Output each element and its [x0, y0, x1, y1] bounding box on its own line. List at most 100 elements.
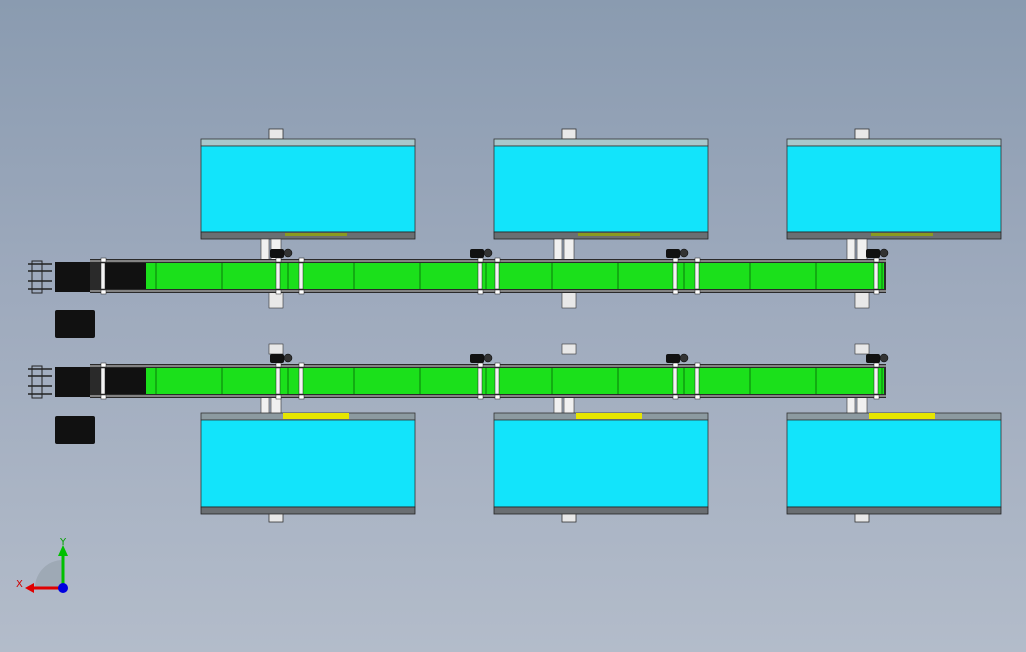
bolt — [477, 394, 484, 400]
conveyor-belt — [146, 368, 884, 394]
support-leg — [846, 238, 856, 262]
gripper-frame — [31, 260, 43, 294]
roller-joint — [275, 262, 281, 290]
roller-joint — [477, 367, 483, 395]
tank-bracket — [268, 128, 284, 140]
motor-gear-icon — [679, 353, 689, 363]
bolt — [672, 394, 679, 400]
motor-icon — [866, 354, 880, 363]
motor-gear-icon — [283, 248, 293, 258]
tank-marker — [283, 413, 349, 419]
support-leg — [553, 238, 563, 262]
roller-joint — [100, 262, 106, 290]
bolt — [672, 362, 679, 368]
bolt — [298, 289, 305, 295]
roller-joint — [694, 367, 700, 395]
motor-gear-icon — [483, 353, 493, 363]
bolt — [873, 394, 880, 400]
triad-z-axis-icon — [58, 583, 68, 593]
bolt — [275, 289, 282, 295]
pallet-block — [55, 416, 95, 444]
bolt — [873, 362, 880, 368]
bolt — [477, 257, 484, 263]
roller-joint — [477, 262, 483, 290]
tank-body — [786, 419, 1002, 508]
bolt — [694, 257, 701, 263]
bolt — [672, 257, 679, 263]
support-foot — [854, 291, 870, 309]
support-foot — [268, 291, 284, 309]
tank-frame — [493, 506, 709, 515]
bolt — [873, 289, 880, 295]
gripper-fingers — [28, 263, 52, 290]
bolt — [275, 362, 282, 368]
roller-joint — [672, 262, 678, 290]
conveyor-belt — [146, 263, 884, 289]
tank-body — [493, 145, 709, 233]
support-leg — [846, 395, 856, 415]
bolt — [100, 257, 107, 263]
infeed-unit — [55, 367, 93, 397]
roller-joint — [873, 262, 879, 290]
tank-frame — [786, 506, 1002, 515]
tank-top-3 — [786, 128, 1002, 309]
tank-body — [786, 145, 1002, 233]
pallet-block — [55, 310, 95, 338]
support-leg — [856, 238, 868, 262]
support-foot — [561, 343, 577, 355]
roller-joint — [298, 262, 304, 290]
motor-gear-icon — [879, 353, 889, 363]
motor-gear-icon — [483, 248, 493, 258]
support-leg — [563, 238, 575, 262]
tank-bracket — [561, 513, 577, 523]
tank-bracket — [268, 513, 284, 523]
motor-icon — [666, 249, 680, 258]
bolt — [477, 362, 484, 368]
tank-bottom-3 — [786, 343, 1002, 523]
tank-marker — [871, 233, 933, 236]
tank-bracket — [854, 513, 870, 523]
tank-bracket — [854, 128, 870, 140]
conveyor-line-1 — [28, 248, 889, 295]
tank-marker — [578, 233, 640, 236]
tank-lid — [493, 138, 709, 147]
tank-marker — [869, 413, 935, 419]
infeed-unit — [55, 262, 93, 292]
gripper-fingers — [28, 368, 52, 395]
tank-body — [200, 145, 416, 233]
bolt — [494, 394, 501, 400]
bolt — [275, 257, 282, 263]
coordinate-triad: Y X — [16, 537, 68, 593]
bolt — [100, 394, 107, 400]
support-leg — [260, 395, 270, 415]
tank-body — [493, 419, 709, 508]
motor-gear-icon — [879, 248, 889, 258]
drive-section — [102, 368, 146, 394]
support-leg — [563, 395, 575, 415]
tank-top-2 — [493, 128, 709, 309]
bolt — [694, 394, 701, 400]
motor-icon — [270, 249, 284, 258]
motor-icon — [470, 354, 484, 363]
bolt — [873, 257, 880, 263]
tank-top-1 — [200, 128, 416, 309]
motor-icon — [470, 249, 484, 258]
bolt — [275, 394, 282, 400]
bolt — [494, 257, 501, 263]
support-leg — [260, 238, 270, 262]
roller-joint — [275, 367, 281, 395]
motor-icon — [666, 354, 680, 363]
support-foot — [561, 291, 577, 309]
triad-y-label: Y — [59, 537, 67, 548]
bolt — [298, 362, 305, 368]
bolt — [494, 362, 501, 368]
bolt — [298, 257, 305, 263]
tank-bracket — [561, 128, 577, 140]
motor-gear-icon — [679, 248, 689, 258]
tank-lid — [200, 138, 416, 147]
support-foot — [854, 343, 870, 355]
tank-marker — [576, 413, 642, 419]
gripper-frame — [31, 365, 43, 399]
tank-marker — [285, 233, 347, 236]
